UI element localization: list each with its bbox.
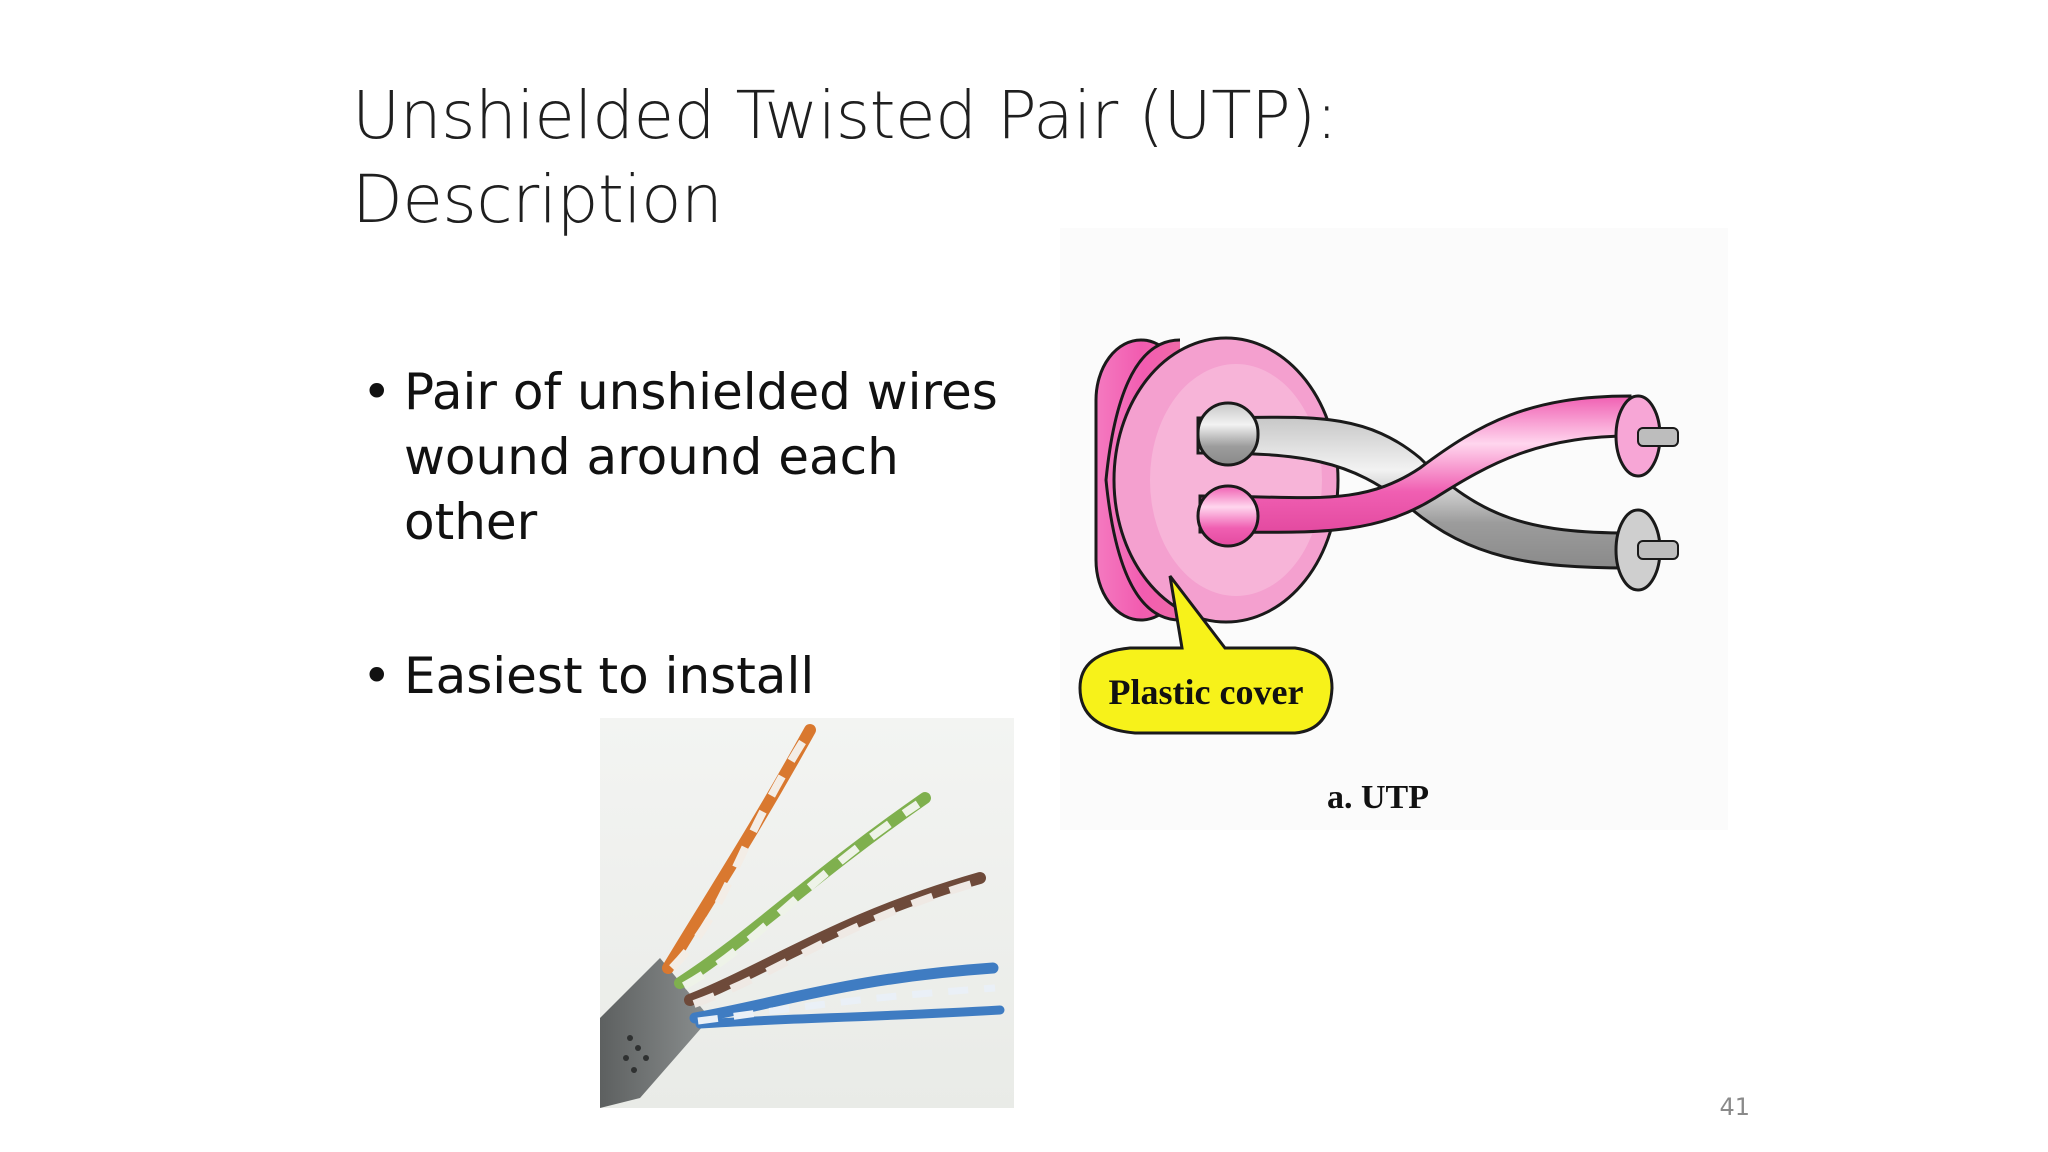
bullet-marker: • [362,647,392,705]
diagram-caption: a. UTP [1327,779,1429,816]
bullet-text-line: other [404,493,538,551]
bullet-item: • Easiest to install [362,644,1022,709]
bullet-marker: • [362,363,392,421]
utp-cable-diagram: Plastic cover a. UTP [1060,228,1728,830]
bullet-text-line: wound around each [404,428,899,486]
orange-wire-pair [662,724,816,974]
slide-title-line-1: Unshielded Twisted Pair (UTP): [352,77,1338,154]
slide-title-line-2: Description [352,161,723,238]
bullet-item: • Pair of unshielded wires wound around … [362,360,1022,555]
bullet-list: • Pair of unshielded wires wound around … [362,360,1022,709]
plastic-cover-disc [1094,336,1340,624]
blue-wire-pair [689,962,1005,1029]
pink-wire [1196,394,1679,548]
cable-jacket [600,958,710,1108]
callout-label: Plastic cover [1109,672,1304,712]
bullet-text-line: Pair of unshielded wires [404,363,998,421]
jacket-print [623,1035,649,1073]
slide-title: Unshielded Twisted Pair (UTP): Descripti… [352,74,1452,242]
plastic-cover-callout: Plastic cover [1078,575,1334,735]
ethernet-cable-photo [600,718,1014,1108]
bullet-text-line: Easiest to install [404,647,815,705]
green-wire-pair [674,792,931,990]
page-number: 41 [1719,1093,1750,1121]
brown-wire-pair [684,872,986,1008]
